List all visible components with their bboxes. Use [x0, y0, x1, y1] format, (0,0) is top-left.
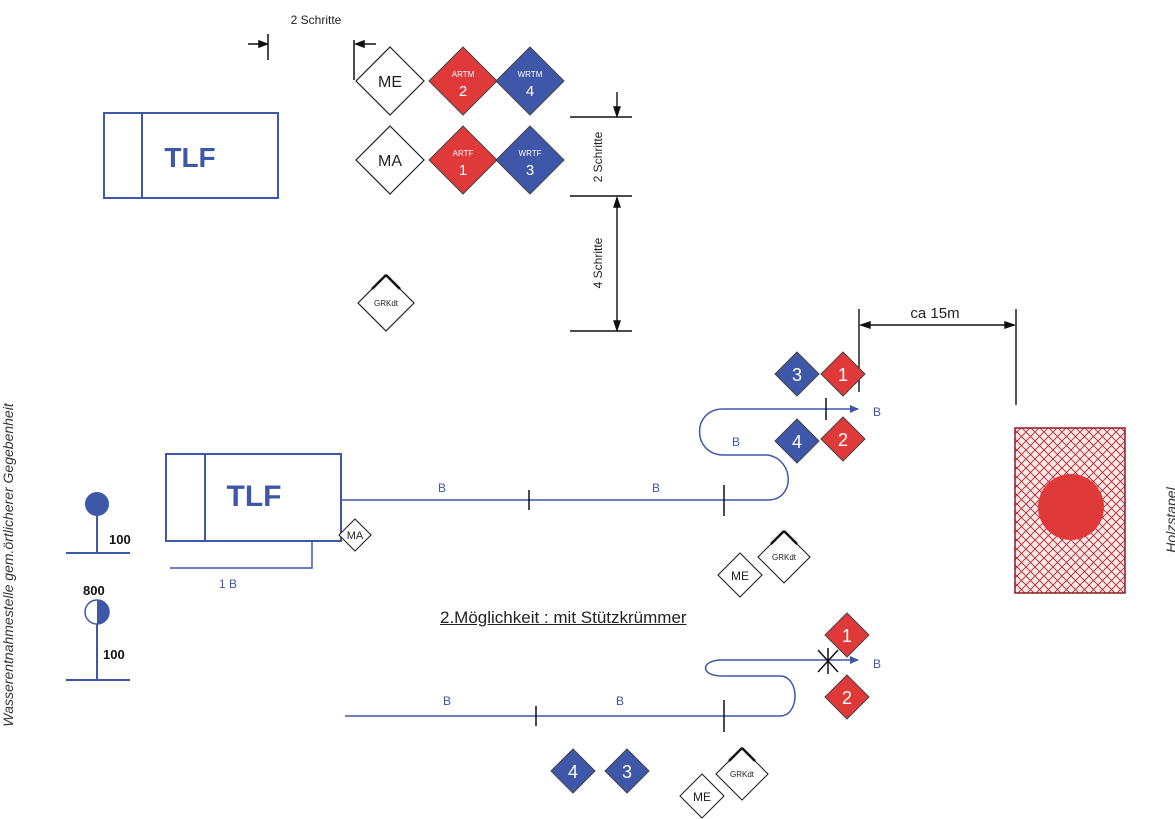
crew-artm: ARTM 2	[428, 46, 498, 116]
caption-option-2: 2.Möglichkeit : mit Stützkrümmer	[440, 608, 687, 627]
hydrant-1: 100	[66, 492, 131, 554]
svg-text:3: 3	[526, 162, 534, 179]
dimension-vertical	[570, 92, 632, 333]
troop-2-middle: 2	[820, 416, 866, 462]
hose-arrow-bottom	[850, 656, 859, 664]
crew-ma-top: MA	[355, 125, 425, 195]
dim-2-schritte: 2 Schritte	[591, 131, 605, 182]
svg-text:4: 4	[526, 83, 534, 100]
svg-text:ME: ME	[731, 569, 749, 583]
svg-text:3: 3	[792, 365, 802, 385]
hose-arrow-middle	[850, 405, 859, 413]
hose-b2-bottom-label: B	[616, 694, 624, 708]
svg-text:WRTM: WRTM	[518, 70, 543, 79]
crew-wrtf: WRTF 3	[495, 125, 565, 195]
svg-text:ARTF: ARTF	[453, 149, 474, 158]
distance-label: ca 15m	[910, 305, 959, 322]
svg-text:2: 2	[838, 430, 848, 450]
crew-artf: ARTF 1	[428, 125, 498, 195]
crew-grkdt-top: GRKdt	[357, 274, 415, 332]
svg-text:MA: MA	[378, 153, 402, 170]
svg-text:GRKdt: GRKdt	[730, 770, 755, 779]
hose-line-bottom	[345, 659, 858, 717]
svg-text:ME: ME	[378, 74, 402, 91]
svg-text:100: 100	[109, 532, 131, 547]
side-label-water-source: Wasserentnahmestelle gem.örtlicherer Geg…	[0, 403, 16, 727]
steps-dimension-top	[248, 34, 376, 80]
troop-4-middle: 4	[774, 418, 820, 464]
crew-me-bottom: ME	[679, 773, 725, 819]
svg-text:WRTF: WRTF	[519, 149, 542, 158]
hose-couplings-middle	[528, 398, 827, 516]
crew-ma-middle: MA	[338, 518, 372, 552]
hose-b1-label: B	[438, 481, 446, 495]
svg-text:ME: ME	[693, 790, 711, 804]
svg-text:800: 800	[83, 583, 105, 598]
troop-1-bottom: 1	[824, 612, 870, 658]
svg-text:4: 4	[568, 762, 578, 782]
svg-text:1: 1	[459, 162, 467, 179]
crew-me-middle: ME	[717, 552, 763, 598]
troop-2-bottom: 2	[824, 674, 870, 720]
hose-b3-label: B	[732, 435, 740, 449]
crew-wrtm: WRTM 4	[495, 46, 565, 116]
hose-b1-bottom-label: B	[443, 694, 451, 708]
hose-couplings-bottom	[535, 648, 839, 732]
dim-4-schritte: 4 Schritte	[591, 237, 605, 288]
distance-dimension	[858, 309, 1017, 405]
crew-grkdt-middle: GRKdt	[757, 530, 811, 584]
crew-me-top: ME	[355, 46, 425, 116]
hose-b-end-label: B	[873, 405, 881, 419]
steps-label-top: 2 Schritte	[291, 13, 342, 27]
tlf-label-top: TLF	[164, 142, 215, 173]
svg-text:2: 2	[842, 688, 852, 708]
troop-3-bottom: 3	[604, 748, 650, 794]
svg-text:MA: MA	[347, 530, 364, 542]
hose-b2-label: B	[652, 481, 660, 495]
hose-b-end-bottom-label: B	[873, 657, 881, 671]
tlf-truck-middle: TLF	[165, 453, 342, 542]
svg-text:ARTM: ARTM	[452, 70, 475, 79]
troop-1-middle: 1	[820, 351, 866, 397]
svg-text:4: 4	[792, 432, 802, 452]
hose-1b-label: 1 B	[219, 577, 237, 591]
crew-grkdt-bottom: GRKdt	[715, 747, 769, 801]
tlf-truck-top: TLF	[103, 112, 279, 199]
svg-text:1: 1	[842, 626, 852, 646]
tlf-label-middle: TLF	[227, 480, 282, 513]
svg-text:2: 2	[459, 83, 467, 100]
suction-hose	[170, 541, 313, 569]
side-label-woodpile: Holzstapel	[1163, 487, 1175, 553]
svg-text:3: 3	[622, 762, 632, 782]
woodpile	[1014, 427, 1126, 594]
hose-line-middle	[341, 408, 858, 501]
svg-text:100: 100	[103, 647, 125, 662]
svg-text:GRKdt: GRKdt	[374, 299, 399, 308]
troop-3-middle: 3	[774, 351, 820, 397]
svg-text:1: 1	[838, 365, 848, 385]
hydrant-2: 800 100	[66, 583, 130, 681]
svg-text:GRKdt: GRKdt	[772, 553, 797, 562]
troop-4-bottom: 4	[550, 748, 596, 794]
